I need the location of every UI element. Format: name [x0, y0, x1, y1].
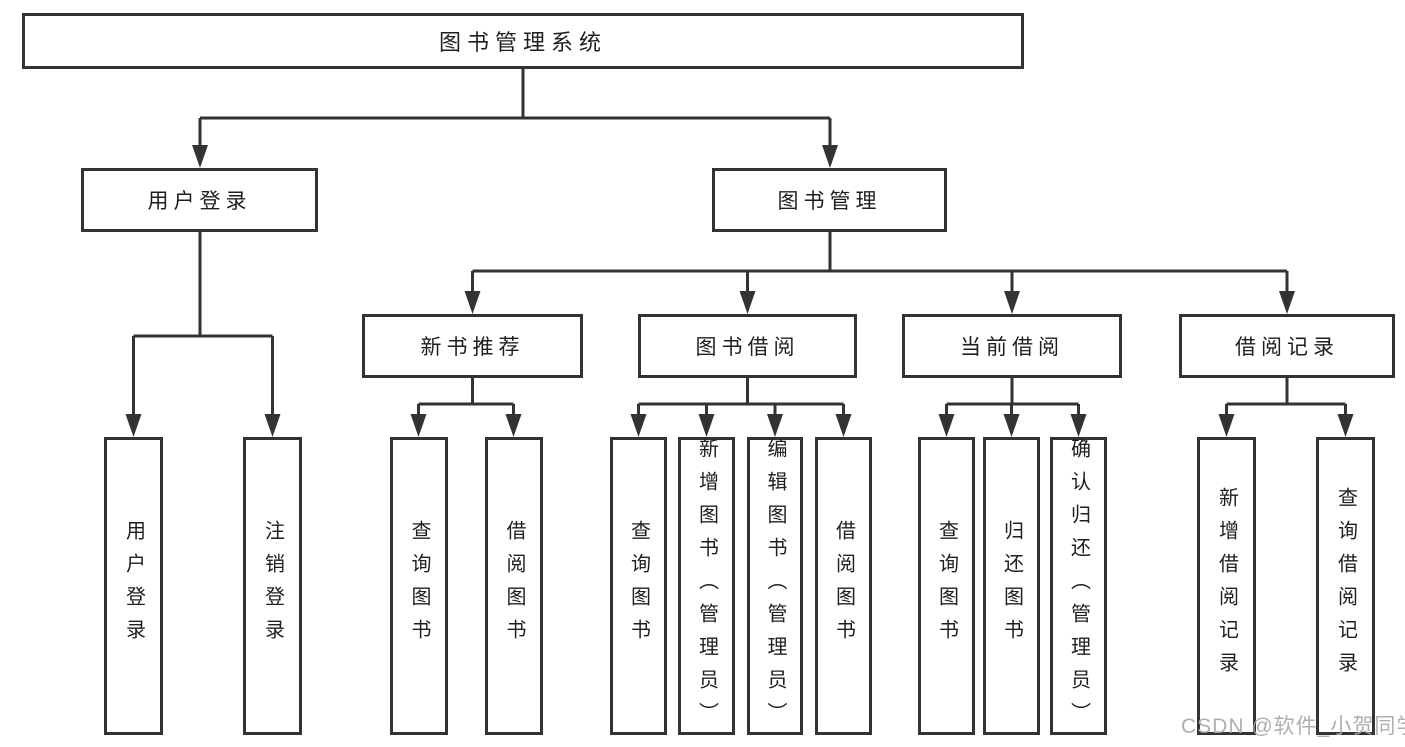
arrow-down-icon — [1004, 291, 1020, 314]
connector-book-mgmt-to-children — [464, 232, 1295, 314]
node-label: 新增借阅记录 — [1215, 487, 1238, 685]
leaf-cur-return-book: 归还图书 — [983, 437, 1040, 735]
arrow-down-icon — [264, 414, 281, 437]
node-label: 借阅图书 — [832, 520, 855, 652]
arrow-down-icon — [698, 414, 715, 437]
arrow-down-icon — [464, 291, 481, 314]
leaf-cur-query-book: 查询图书 — [918, 437, 975, 735]
node-label: 确认归还（管理员） — [1067, 437, 1090, 735]
node-borrowing-records: 借阅记录 — [1179, 314, 1395, 378]
arrow-down-icon — [767, 414, 783, 437]
node-label: 借阅记录 — [1235, 336, 1339, 359]
arrow-down-icon — [1070, 414, 1087, 437]
arrow-down-icon — [1218, 414, 1235, 437]
node-label: 归还图书 — [1000, 520, 1023, 652]
node-label: 查询图书 — [408, 520, 430, 652]
csdn-watermark: CSDN @软件_小贺同学 — [1181, 715, 1405, 738]
leaf-rcd-query-record: 查询借阅记录 — [1316, 437, 1375, 735]
node-label: 图书管理 — [777, 190, 882, 213]
arrow-down-icon — [822, 145, 838, 168]
arrow-down-icon — [835, 414, 852, 437]
node-label: 注销登录 — [261, 520, 284, 652]
arrow-down-icon — [938, 414, 955, 437]
arrow-down-icon — [1003, 414, 1020, 437]
node-label: 新书推荐 — [420, 336, 525, 359]
leaf-rec-borrow-book: 借阅图书 — [485, 437, 543, 735]
arrow-down-icon — [630, 414, 647, 437]
node-label: 查询借阅记录 — [1334, 487, 1357, 685]
node-current-borrowing: 当前借阅 — [902, 314, 1122, 378]
arrow-down-icon — [1337, 414, 1354, 437]
arrow-down-icon — [192, 145, 208, 168]
connector-user-login-to-children — [125, 232, 281, 437]
leaf-logout: 注销登录 — [243, 437, 302, 735]
node-book-borrowing: 图书借阅 — [638, 314, 857, 378]
node-label: 借阅图书 — [503, 520, 525, 652]
node-label: 编辑图书（管理员） — [764, 437, 786, 735]
node-label: 用户登录 — [147, 190, 252, 213]
leaf-cur-confirm-return-admin: 确认归还（管理员） — [1050, 437, 1107, 735]
leaf-bor-borrow-book: 借阅图书 — [815, 437, 872, 735]
arrow-down-icon — [410, 414, 427, 437]
leaf-bor-add-book-admin: 新增图书（管理员） — [678, 437, 735, 735]
node-user-login: 用户登录 — [81, 168, 318, 232]
connector-new-book-rec-to-children — [410, 378, 522, 437]
leaf-bor-query-book: 查询图书 — [610, 437, 667, 735]
connector-current-borrow-to-children — [938, 378, 1087, 437]
leaf-rcd-add-record: 新增借阅记录 — [1197, 437, 1256, 735]
node-root-system: 图书管理系统 — [22, 13, 1024, 69]
node-label: 查询图书 — [935, 520, 958, 652]
node-label: 新增图书（管理员） — [695, 437, 718, 735]
connector-root-to-children — [192, 69, 838, 168]
node-label: 当前借阅 — [960, 336, 1064, 359]
leaf-bor-edit-book-admin: 编辑图书（管理员） — [747, 437, 803, 735]
arrow-down-icon — [739, 291, 756, 314]
connector-borrow-records-to-children — [1218, 378, 1354, 437]
node-label: 查询图书 — [627, 520, 650, 652]
node-label: 用户登录 — [122, 520, 145, 652]
arrow-down-icon — [1279, 291, 1295, 314]
node-label: 图书管理系统 — [438, 30, 607, 55]
node-label: 图书借阅 — [695, 336, 800, 359]
node-book-management: 图书管理 — [712, 168, 947, 232]
leaf-rec-query-book: 查询图书 — [390, 437, 448, 735]
connector-book-borrow-to-children — [630, 378, 852, 437]
node-new-book-recommendation: 新书推荐 — [362, 314, 583, 378]
arrow-down-icon — [125, 414, 142, 437]
leaf-user-login: 用户登录 — [104, 437, 163, 735]
arrow-down-icon — [505, 414, 522, 437]
